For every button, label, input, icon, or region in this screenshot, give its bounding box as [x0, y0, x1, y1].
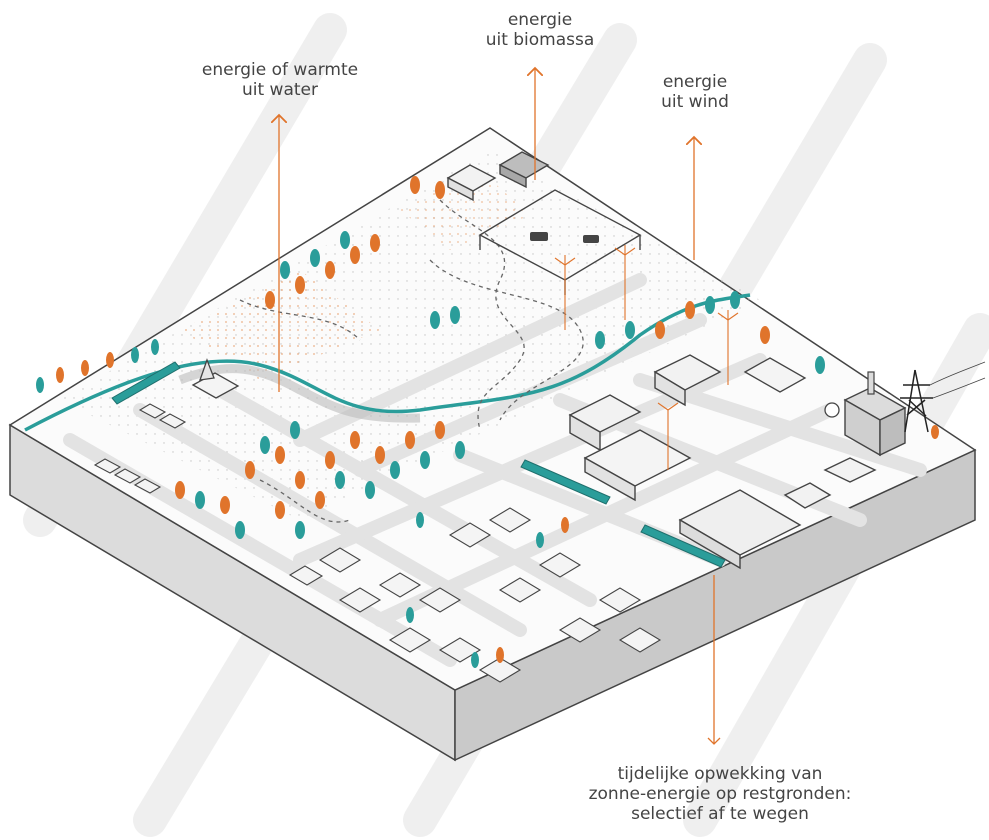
- wind-turbines: [554, 245, 739, 470]
- label-energy-from-wind: energie uit wind: [610, 72, 780, 112]
- label-energy-from-water: energie of warmte uit water: [165, 60, 395, 100]
- label-solar-line2: zonne-energie op restgronden:: [588, 784, 852, 804]
- label-solar-line3: selectief af te wegen: [631, 804, 809, 824]
- label-temporary-solar-energy: tijdelijke opwekking van zonne-energie o…: [555, 764, 885, 824]
- greenhouse: [743, 357, 807, 393]
- power-pylon-icon: [900, 369, 933, 433]
- label-solar-line1: tijdelijke opwekking van: [617, 764, 823, 784]
- callout-lines: [279, 68, 721, 745]
- field-orange-dots: [180, 270, 380, 380]
- water-tower-icon: [824, 402, 840, 418]
- label-biomass-line2: uit biomassa: [485, 30, 595, 50]
- label-wind-line1: energie: [662, 72, 728, 92]
- chimney: [867, 371, 875, 395]
- callout-solar-arrowhead: [707, 737, 721, 745]
- field-orange-dots-2: [400, 170, 530, 250]
- label-energy-from-biomass: energie uit biomassa: [440, 10, 640, 50]
- label-wind-line2: uit wind: [661, 92, 729, 112]
- church: [191, 358, 240, 399]
- town-houses: [93, 403, 662, 683]
- cow-icons: [530, 232, 599, 243]
- forest-trees-teal: [36, 231, 825, 668]
- barns: [446, 151, 550, 202]
- forest-trees-orange: [56, 176, 939, 663]
- power-lines: [929, 361, 986, 399]
- industrial-buildings: [568, 354, 907, 570]
- river: [24, 293, 751, 432]
- dashed-paths: [239, 199, 584, 523]
- river-bank: [178, 364, 421, 423]
- solar-panel-strips: [111, 361, 726, 568]
- label-biomass-line1: energie: [507, 10, 573, 30]
- label-water-line2: uit water: [241, 80, 318, 100]
- label-water-line1: energie of warmte: [201, 60, 359, 80]
